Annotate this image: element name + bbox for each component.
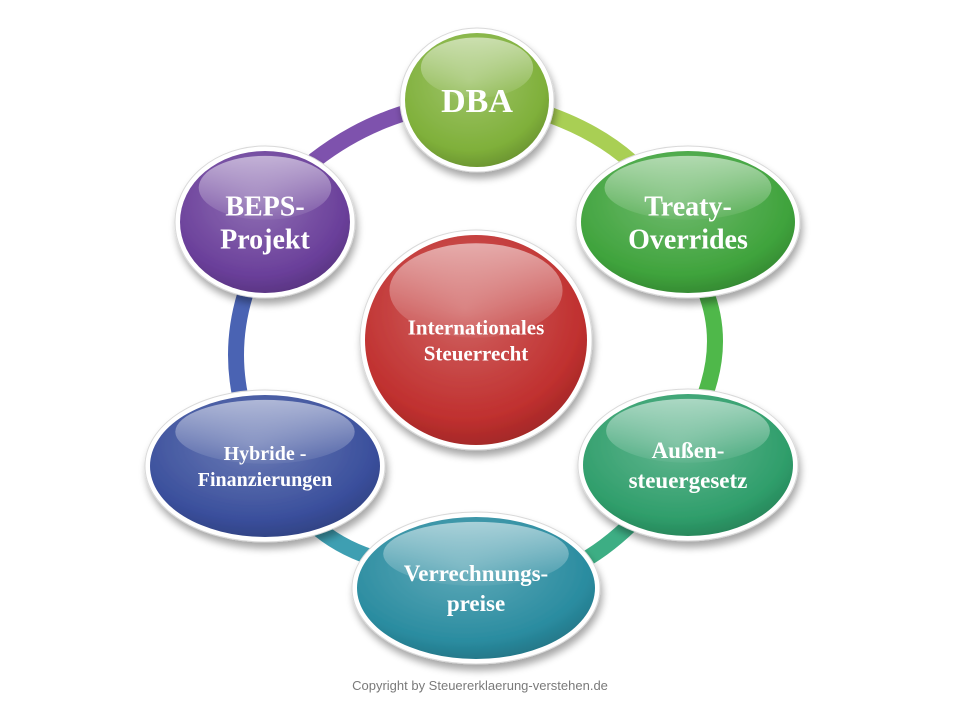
node-label-verrechnungspreise-2: preise <box>447 591 505 616</box>
node-gloss <box>389 243 563 338</box>
node-gloss <box>175 399 355 464</box>
node-label-treaty-overrides-1: Treaty- <box>644 191 732 222</box>
node-label-hybride-finanzierungen-2: Finanzierungen <box>198 469 332 491</box>
node-beps-projekt <box>174 145 356 299</box>
node-label-verrechnungspreise-1: Verrechnungs- <box>404 561 548 586</box>
node-label-hybride-finanzierungen-1: Hybride - <box>224 443 307 465</box>
node-label-dba-1: DBA <box>441 83 513 120</box>
ring-segment-treaty-aussen <box>697 282 723 403</box>
node-label-beps-projekt-2: Projekt <box>220 224 310 255</box>
node-label-beps-projekt-1: BEPS- <box>225 191 304 222</box>
node-center <box>359 229 593 451</box>
node-label-aussensteuergesetz-1: Außen- <box>652 438 725 463</box>
node-gloss <box>420 37 534 98</box>
node-hybride-finanzierungen <box>144 389 386 543</box>
copyright-text: Copyright by Steuererklaerung-verstehen.… <box>352 678 608 693</box>
ring-segment-beps-dba <box>307 102 423 168</box>
node-label-center-1: Internationales <box>408 315 545 339</box>
node-dba <box>399 27 555 173</box>
node-aussensteuergesetz <box>577 388 799 542</box>
node-gloss <box>198 155 332 220</box>
node-treaty-overrides <box>575 145 801 299</box>
node-gloss <box>606 398 770 463</box>
node-label-aussensteuergesetz-2: steuergesetz <box>629 468 748 493</box>
ring-segment-hybride-beps <box>228 287 253 403</box>
node-verrechnungspreise <box>351 511 601 665</box>
node-label-treaty-overrides-2: Overrides <box>628 224 748 255</box>
node-gloss <box>604 155 772 220</box>
node-gloss <box>383 521 569 586</box>
node-label-center-2: Steuerrecht <box>424 341 529 365</box>
